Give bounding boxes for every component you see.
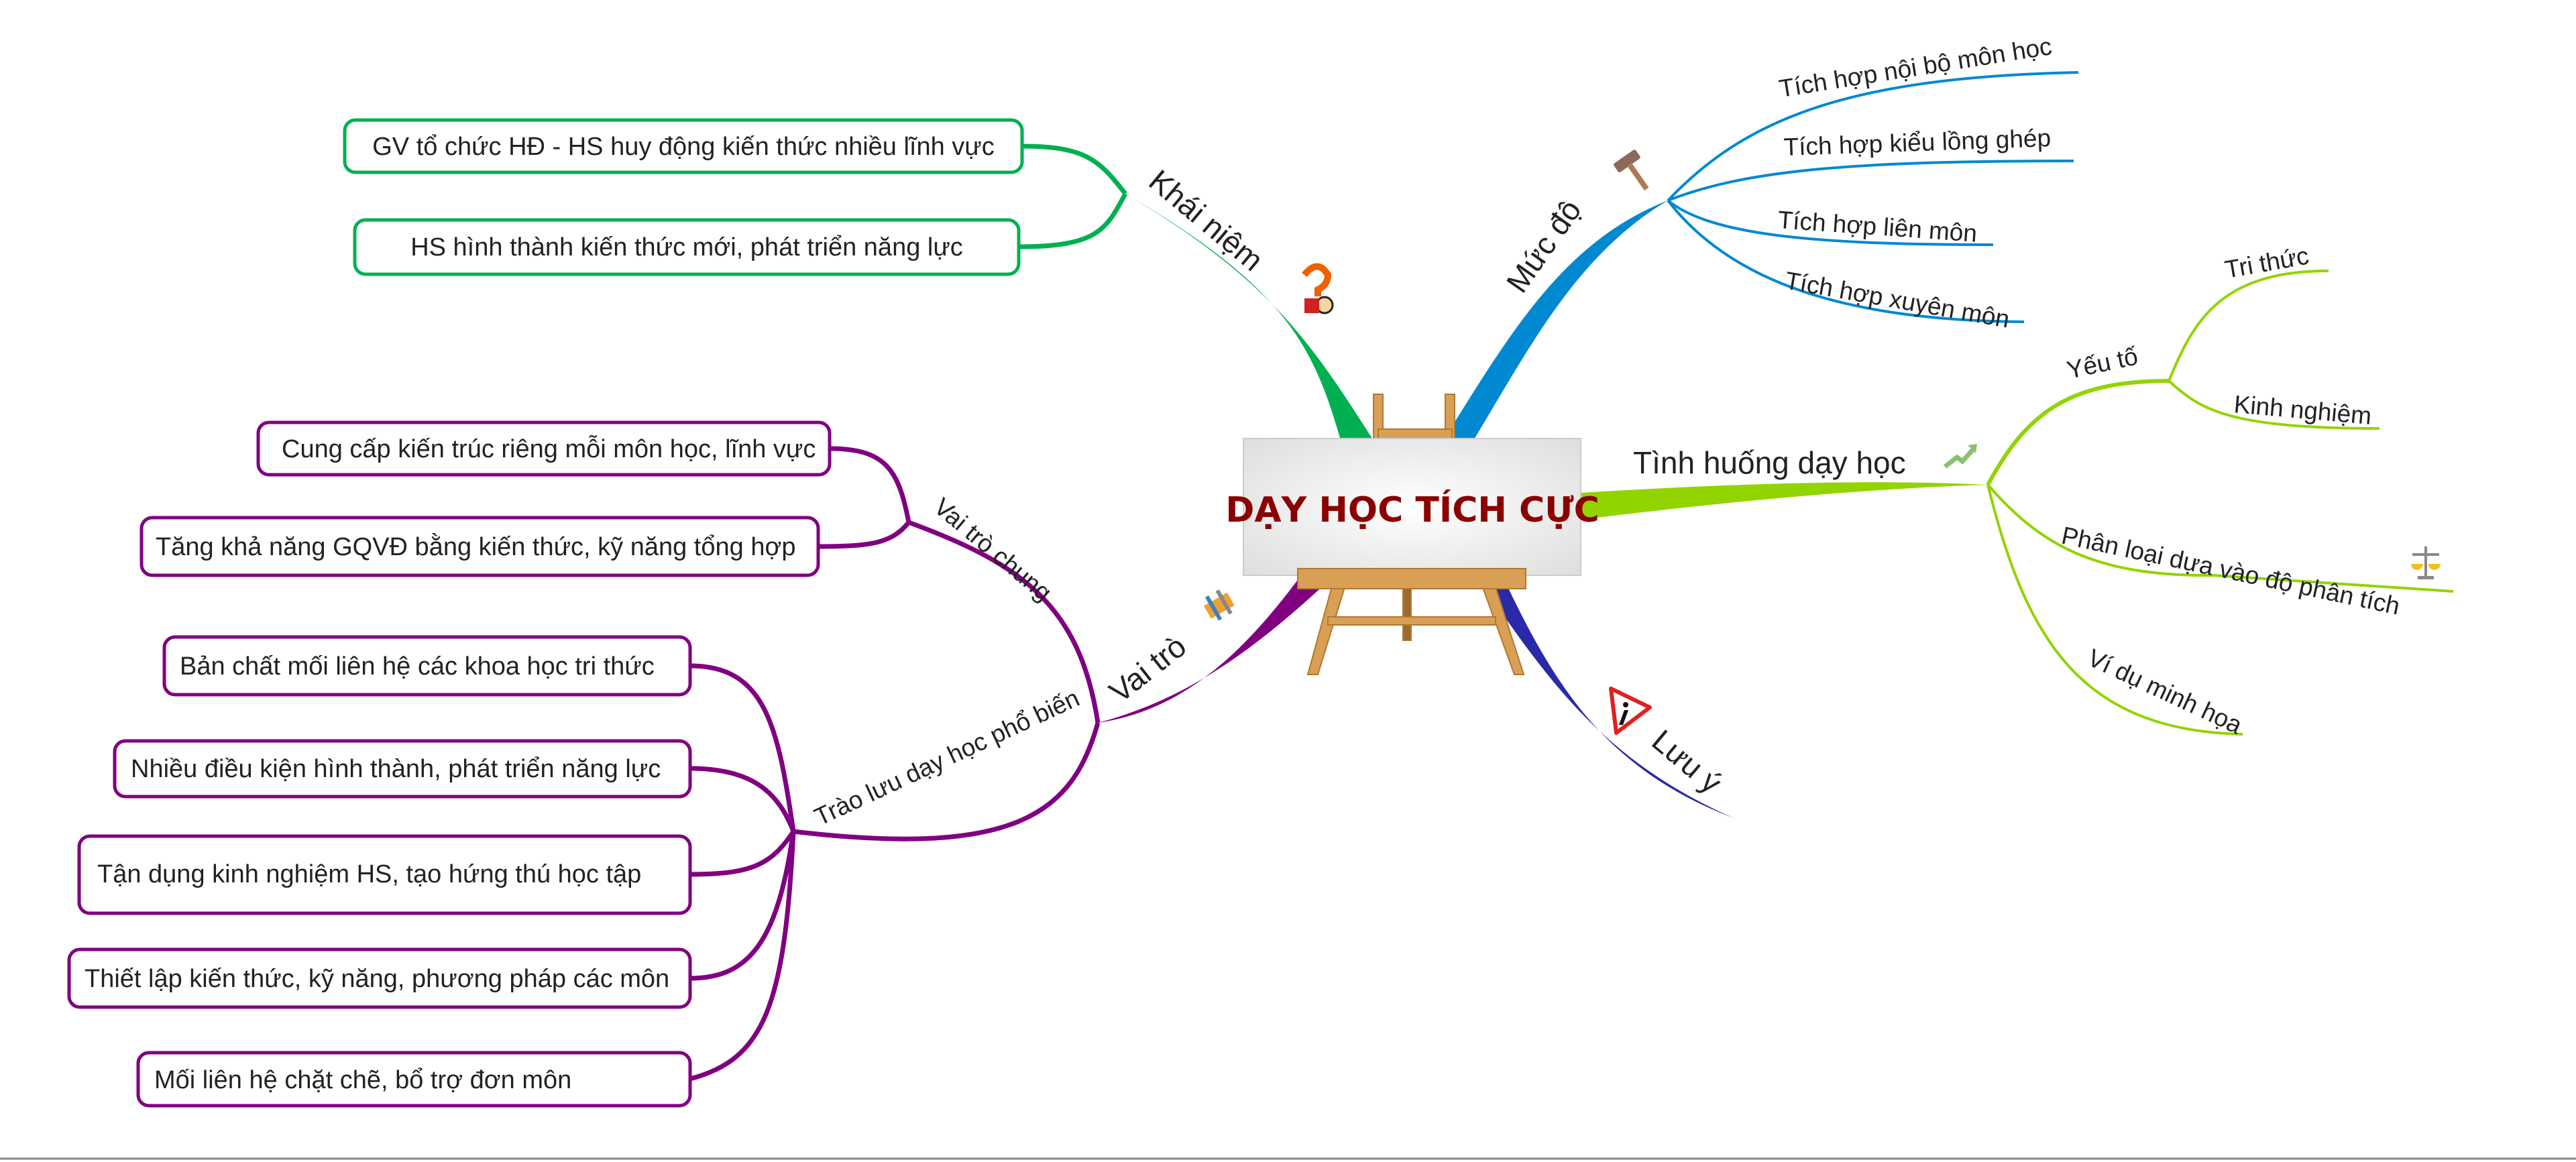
- trao-luu-item-box[interactable]: [67, 947, 692, 1009]
- khai-niem-item-box[interactable]: [353, 218, 1021, 276]
- khai-niem-item: HS hình thành kiến thức mới, phát triển …: [410, 233, 963, 262]
- branch-label-tinh-huong: Tình huống dạy học: [1633, 445, 1906, 480]
- easel-tray: [1297, 568, 1526, 589]
- branch-vai-tro[interactable]: Vai trò Vai trò chung Trào lưu dạy học p…: [67, 420, 1335, 1108]
- khai-niem-item: GV tổ chức HĐ - HS huy động kiến thức nh…: [372, 133, 995, 161]
- vai-tro-chung-item: Tăng khả năng GQVĐ bằng kiến thức, kỹ nă…: [156, 532, 796, 561]
- trao-luu-item: Mối liên hệ chặt chẽ, bổ trợ đơn môn: [154, 1066, 571, 1094]
- vai-tro-chung-item-box[interactable]: [139, 516, 820, 577]
- vai-tro-chung-item-box[interactable]: [256, 420, 832, 477]
- trao-luu-item: Tận dụng kinh nghiệm HS, tạo hứng thú họ…: [97, 860, 641, 888]
- trao-luu-item: Thiết lập kiến thức, kỹ năng, phương phá…: [85, 965, 669, 993]
- trao-luu-item-box[interactable]: [113, 739, 692, 799]
- vai-tro-chung-item: Cung cấp kiến trúc riêng mỗi môn học, lĩ…: [282, 434, 816, 463]
- khai-niem-item-box[interactable]: [343, 118, 1024, 174]
- muc-do-item: Tích hợp xuyên môn: [1783, 267, 2012, 333]
- branch-label-khai-niem: Khái niệm: [1143, 163, 1270, 278]
- easel-icon: [1306, 394, 1525, 675]
- branch-label-luu-y: Lưu ý: [1646, 723, 1729, 801]
- trao-luu-item-box[interactable]: [136, 1051, 692, 1108]
- branch-khai-niem[interactable]: Khái niệm GV tổ chức HĐ - HS huy động ki…: [343, 118, 1375, 443]
- scales-icon: [2411, 546, 2441, 579]
- tools-icon: [1204, 589, 1235, 621]
- trao-luu-item: Bản chất mối liên hệ các khoa học tri th…: [180, 652, 655, 681]
- branch-tinh-huong[interactable]: Tình huống dạy học Yếu tố Tri thức Kinh …: [1581, 242, 2454, 740]
- muc-do-item: Tích hợp liên môn: [1777, 206, 1978, 247]
- phan-loai-label: Phân loại dựa vào độ phân tích: [2059, 522, 2402, 620]
- trao-luu-item-box[interactable]: [77, 834, 692, 915]
- branch-luu-y[interactable]: Lưu ý: [1475, 575, 1734, 818]
- central-topic[interactable]: DẠY HỌC TÍCH CỰC: [1225, 394, 1600, 675]
- branch-label-vai-tro: Vai trò: [1103, 628, 1192, 709]
- yeu-to-label: Yếu tố: [2064, 342, 2140, 384]
- hammer-icon: [1614, 150, 1649, 191]
- vai-tro-chung-label: Vai trò chung: [929, 493, 1057, 607]
- muc-do-item: Tích hợp nội bộ môn học: [1777, 32, 2054, 103]
- muc-do-item: Tích hợp kiểu lồng ghép: [1783, 124, 2052, 161]
- trao-luu-item-box[interactable]: [162, 635, 692, 697]
- yeu-to-item: Kinh nghiệm: [2233, 390, 2372, 430]
- trend-arrow-icon: [1943, 444, 1977, 469]
- central-title: DẠY HỌC TÍCH CỰC: [1225, 489, 1600, 530]
- trao-luu-item: Nhiều điều kiện hình thành, phát triển n…: [131, 755, 661, 783]
- warning-icon: [1609, 687, 1652, 735]
- question-person-icon: [1302, 263, 1334, 314]
- branch-muc-do[interactable]: Mức độ Tích hợp nội bộ môn học Tích hợp …: [1442, 32, 2079, 443]
